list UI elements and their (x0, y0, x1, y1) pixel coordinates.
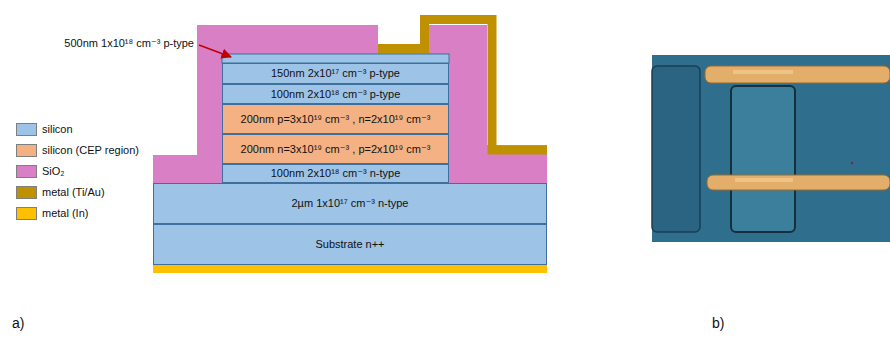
back-contact (153, 265, 547, 273)
legend-swatch (16, 144, 37, 157)
layer-label: Substrate n++ (315, 238, 384, 250)
n-layer: 100nm 2x10¹⁸ cm⁻³ n-type (222, 164, 449, 183)
legend-text: SiO₂ (42, 165, 65, 177)
layer-label: 150nm 2x10¹⁷ cm⁻³ p-type (271, 67, 400, 79)
legend-swatch (16, 123, 37, 136)
legend-entry: SiO₂ (16, 165, 65, 178)
top-contact-layer (222, 54, 449, 63)
layer-label: 2µm 1x10¹⁷ cm⁻³ n-type (292, 197, 409, 209)
micrograph (652, 55, 890, 242)
panel-label: b) (712, 315, 724, 331)
cep-layer: 200nm n=3x10¹⁹ cm⁻³ , p=2x10¹⁹ cm⁻³ (222, 134, 449, 164)
p-layer: 100nm 2x10¹⁸ cm⁻³ p-type (222, 84, 449, 104)
legend-text: metal (In) (42, 207, 88, 219)
cep-layer: 200nm p=3x10¹⁹ cm⁻³ , n=2x10¹⁹ cm⁻³ (222, 104, 449, 134)
legend-swatch (16, 207, 37, 220)
layer-label: 100nm 2x10¹⁸ cm⁻³ n-type (271, 167, 401, 179)
legend-entry: metal (In) (16, 207, 88, 220)
legend-text: silicon (42, 123, 73, 135)
layer-label: 200nm n=3x10¹⁹ cm⁻³ , p=2x10¹⁹ cm⁻³ (241, 143, 431, 155)
buffer-layer: 2µm 1x10¹⁷ cm⁻³ n-type (153, 183, 547, 224)
leader-arrow (199, 45, 231, 57)
substrate-layer: Substrate n++ (153, 224, 547, 265)
legend-entry: silicon (16, 123, 73, 136)
layer-label: 200nm p=3x10¹⁹ cm⁻³ , n=2x10¹⁹ cm⁻³ (241, 113, 431, 125)
legend-swatch (16, 165, 37, 178)
legend-entry: silicon (CEP region) (16, 144, 139, 157)
legend-text: silicon (CEP region) (42, 144, 139, 156)
legend-entry: metal (Ti/Au) (16, 186, 105, 199)
p-layer: 150nm 2x10¹⁷ cm⁻³ p-type (222, 63, 449, 84)
legend-swatch (16, 186, 37, 199)
panel-label: a) (12, 315, 24, 331)
legend-text: metal (Ti/Au) (42, 186, 105, 198)
layer-callout: 500nm 1x10¹⁸ cm⁻³ p-type (64, 37, 194, 50)
layer-label: 100nm 2x10¹⁸ cm⁻³ p-type (271, 88, 401, 100)
